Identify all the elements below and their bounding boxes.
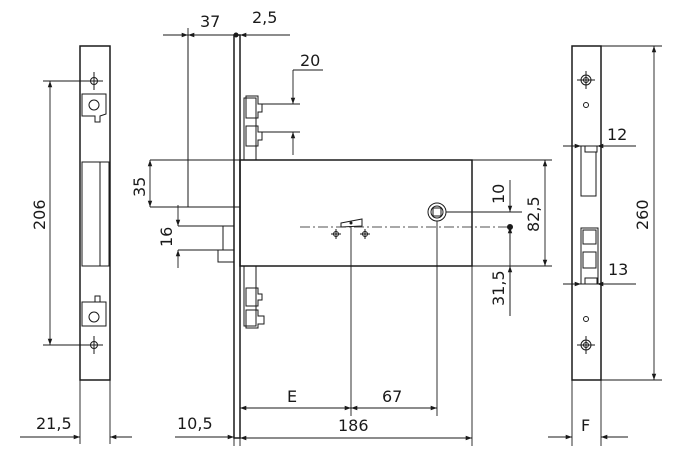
- dim-82-5: 82,5: [524, 196, 543, 232]
- follower-hole: [427, 202, 447, 222]
- upper-keeper: [81, 93, 107, 123]
- dim-35: 35: [130, 177, 149, 197]
- dim-12: 12: [607, 125, 627, 144]
- front-bottom-screw: [577, 336, 595, 354]
- dim-206: 206: [30, 199, 49, 230]
- lower-keeper: [81, 295, 107, 327]
- lower-roller-bolt: [243, 265, 265, 329]
- dim-21-5: 21,5: [36, 414, 72, 433]
- strike-plate-view: [20, 45, 132, 444]
- dim-31-5: 31,5: [489, 270, 508, 306]
- cylinder-fixing-points: [331, 218, 370, 239]
- lock-front-view: [548, 45, 662, 446]
- dim-260: 260: [633, 199, 652, 230]
- front-top-screw: [577, 71, 595, 89]
- dim-13: 13: [608, 260, 628, 279]
- lock-body-view: [147, 28, 552, 446]
- dim-16: 16: [157, 227, 176, 247]
- latch-opening: [580, 227, 599, 285]
- latch: [178, 225, 235, 263]
- upper-roller-bolt: [243, 95, 263, 161]
- dim-10: 10: [489, 184, 508, 204]
- dim-e: E: [287, 387, 297, 406]
- bolt-opening: [580, 145, 598, 197]
- faceplate: [233, 34, 241, 439]
- dim-10-5: 10,5: [177, 414, 213, 433]
- dim-20: 20: [300, 51, 320, 70]
- dim-186: 186: [338, 416, 369, 435]
- dim-67: 67: [382, 387, 402, 406]
- strike-opening: [81, 161, 110, 267]
- dim-f: F: [581, 416, 590, 435]
- dim-2-5: 2,5: [252, 8, 277, 27]
- dim-37: 37: [200, 12, 220, 31]
